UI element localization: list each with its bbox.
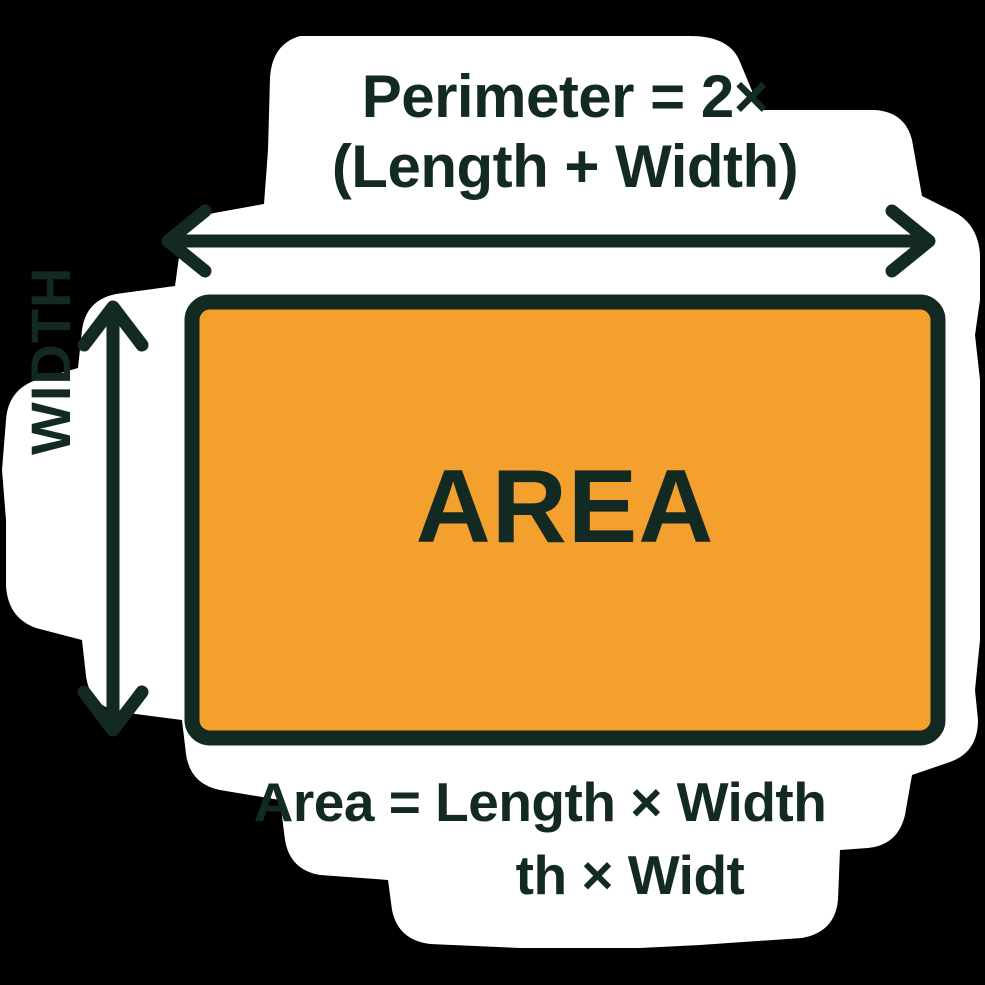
area-rectangle (184, 294, 946, 746)
area-label: AREA (415, 449, 715, 565)
perimeter-formula-label: Perimeter = 2× (Length + Width) (331, 63, 799, 201)
width-dimension-arrow (77, 300, 149, 737)
width-dimension-label: WIDTH (19, 266, 82, 455)
area-formula-line-1: Area = Length × Width (253, 771, 827, 833)
length-dimension-arrow (161, 204, 936, 278)
area-formula-line-2: th × Widt (515, 844, 745, 906)
